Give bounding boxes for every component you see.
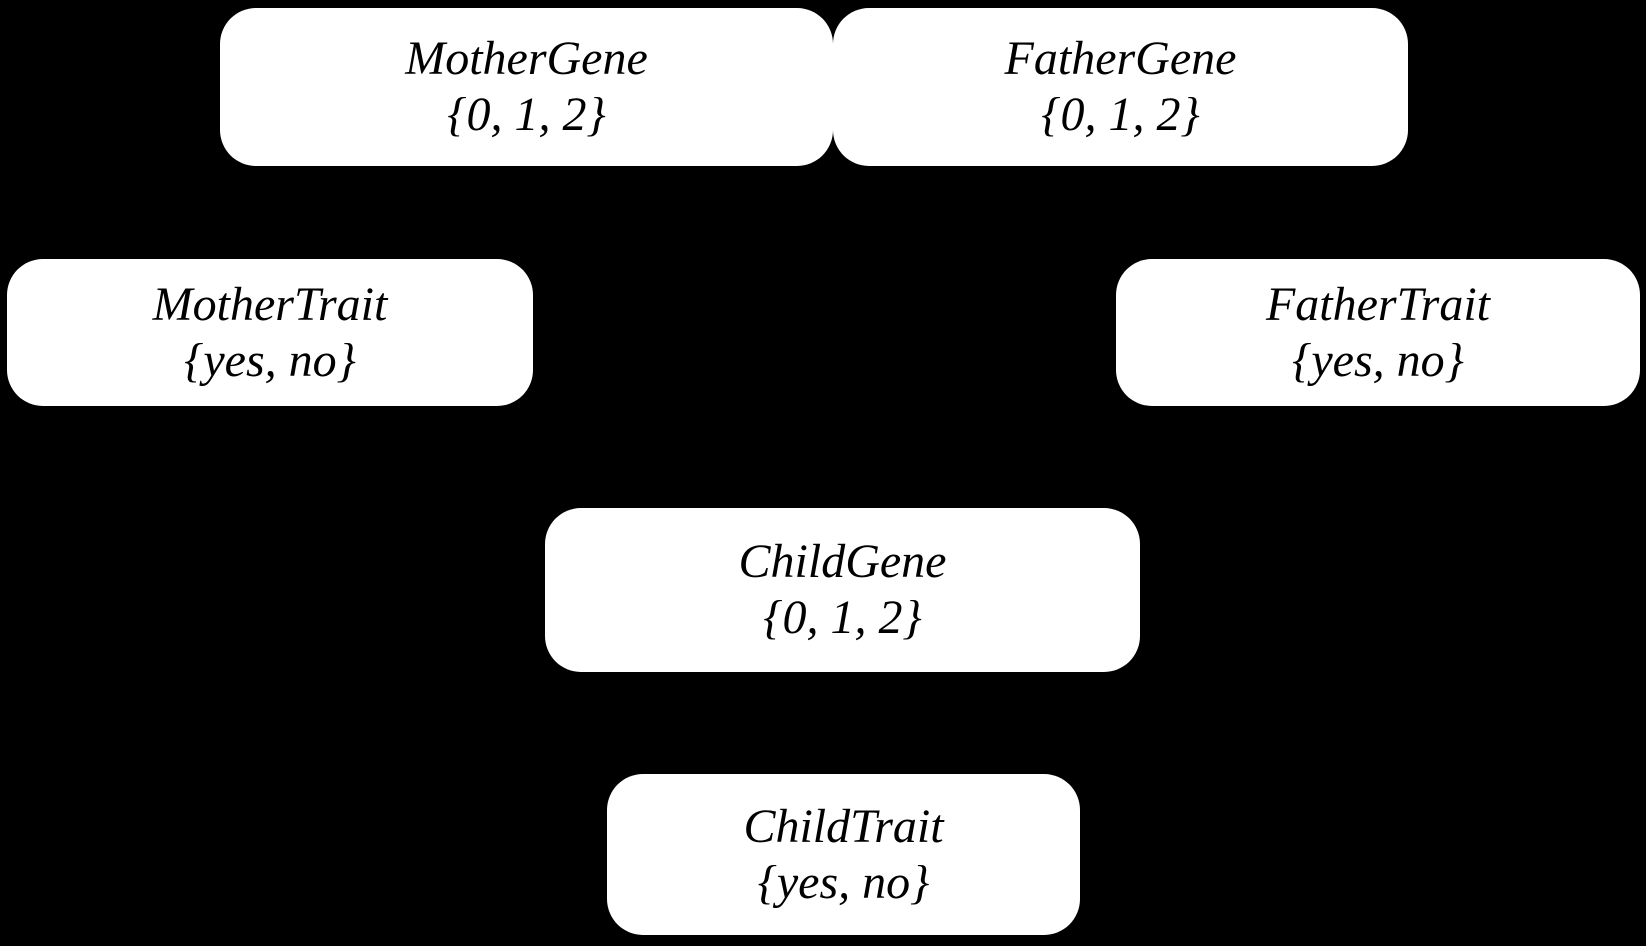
node-father-trait-label: FatherTrait [1265, 277, 1491, 331]
node-father-gene-domain: {0, 1, 2} [1041, 88, 1200, 141]
node-child-trait-label: ChildTrait [743, 799, 944, 853]
node-child-trait[interactable]: ChildTrait {yes, no} [607, 774, 1080, 935]
node-mother-gene[interactable]: MotherGene {0, 1, 2} [220, 8, 833, 166]
node-child-trait-domain: {yes, no} [757, 855, 930, 909]
node-child-gene-label: ChildGene [738, 535, 947, 589]
node-mother-trait-label: MotherTrait [152, 277, 388, 331]
node-mother-trait[interactable]: MotherTrait {yes, no} [7, 259, 533, 406]
node-father-trait-domain: {yes, no} [1292, 333, 1464, 387]
node-child-gene[interactable]: ChildGene {0, 1, 2} [545, 508, 1140, 672]
node-father-trait[interactable]: FatherTrait {yes, no} [1116, 259, 1640, 406]
node-mother-gene-label: MotherGene [405, 32, 648, 86]
node-child-gene-domain: {0, 1, 2} [763, 591, 922, 644]
node-father-gene[interactable]: FatherGene {0, 1, 2} [833, 8, 1408, 166]
node-mother-trait-domain: {yes, no} [184, 333, 356, 387]
node-father-gene-label: FatherGene [1004, 32, 1237, 86]
node-mother-gene-domain: {0, 1, 2} [447, 88, 606, 141]
